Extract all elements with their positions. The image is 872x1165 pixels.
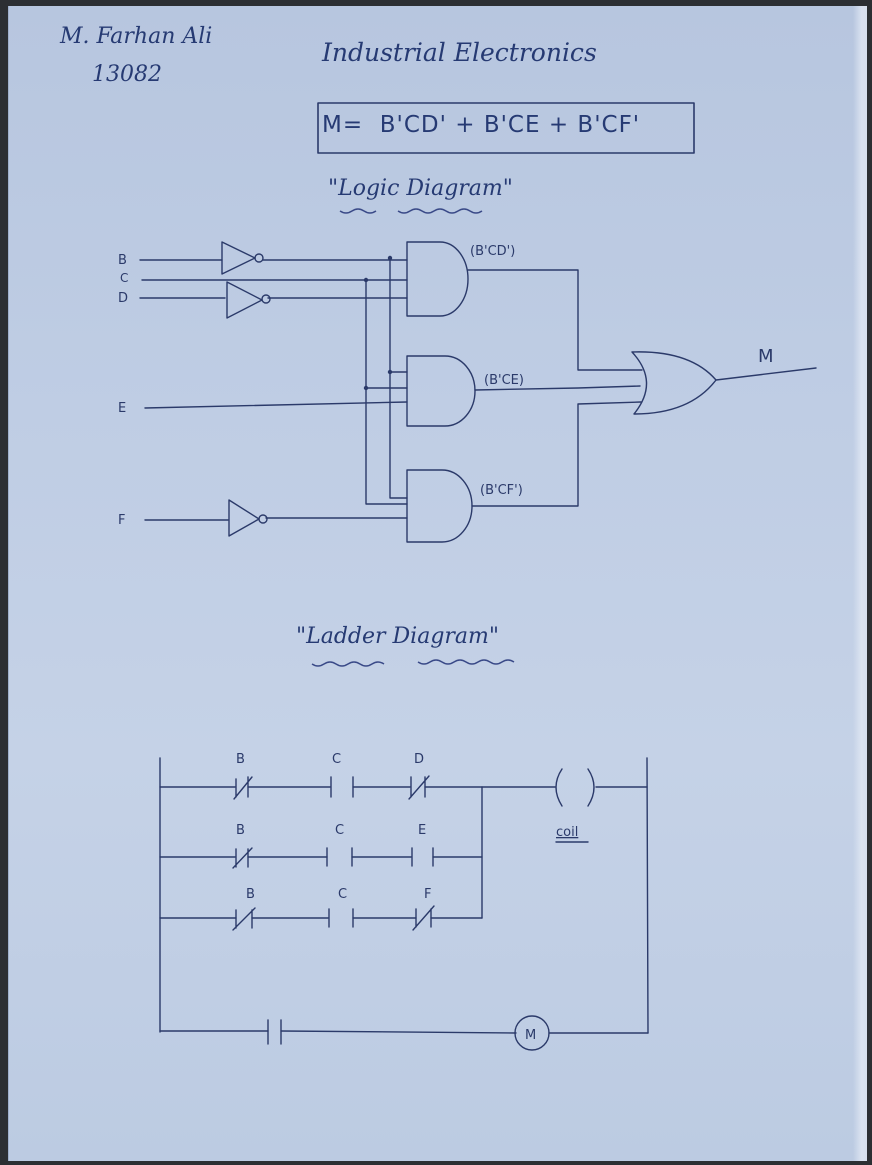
rung3-label-f: F [424, 887, 431, 902]
input-label-e: E [118, 401, 126, 416]
coil-label: coil [556, 825, 578, 840]
and-gate-label-2: (B'CE) [484, 373, 524, 388]
ladder-title-underline [311, 659, 515, 667]
rung-4 [159, 1015, 649, 1051]
not-gate-b [221, 241, 264, 275]
bus-wires [363, 255, 408, 505]
and-output-wires [467, 269, 643, 507]
rung2-label-b: B [236, 823, 245, 838]
or-gate [631, 351, 717, 415]
not-gate-d [226, 281, 271, 319]
author-name: M. Farhan Ali [60, 24, 213, 49]
rung-1 [159, 768, 648, 807]
rung-3 [159, 905, 483, 931]
rung2-label-c: C [335, 823, 344, 838]
rung3-label-c: C [338, 887, 347, 902]
input-label-f: F [118, 513, 125, 528]
and-gate-label-1: (B'CD') [470, 244, 515, 259]
ladder-diagram-title: "Ladder Diagram" [296, 624, 500, 649]
input-label-d: D [118, 291, 128, 306]
equation-text: M= B'CD' + B'CE + B'CF' [322, 112, 641, 138]
equation-box [317, 102, 695, 154]
logic-title-underline [339, 208, 483, 214]
rung1-label-c: C [332, 752, 341, 767]
right-power-rail [646, 757, 649, 1034]
output-wire-m [715, 367, 817, 381]
input-wires [139, 259, 408, 521]
not-gate-f [228, 499, 268, 537]
and-gate-3 [406, 469, 473, 543]
output-label-m: M [758, 346, 774, 367]
input-label-b: B [118, 253, 127, 268]
rung1-label-b: B [236, 752, 245, 767]
rung3-label-b: B [246, 887, 255, 902]
logic-diagram-title: "Logic Diagram" [328, 176, 513, 201]
course-title: Industrial Electronics [322, 38, 597, 67]
rung2-label-e: E [418, 823, 426, 838]
rung1-label-d: D [414, 752, 424, 767]
and-gate-2 [406, 355, 476, 427]
input-label-c: C [120, 271, 128, 285]
author-id: 13082 [92, 62, 162, 87]
motor-label: M [525, 1028, 536, 1043]
paper-edge [853, 6, 867, 1161]
and-gate-1 [406, 241, 469, 317]
paper-sheet [8, 6, 867, 1161]
rung-2 [159, 847, 483, 869]
and-gate-label-3: (B'CF') [480, 483, 523, 498]
